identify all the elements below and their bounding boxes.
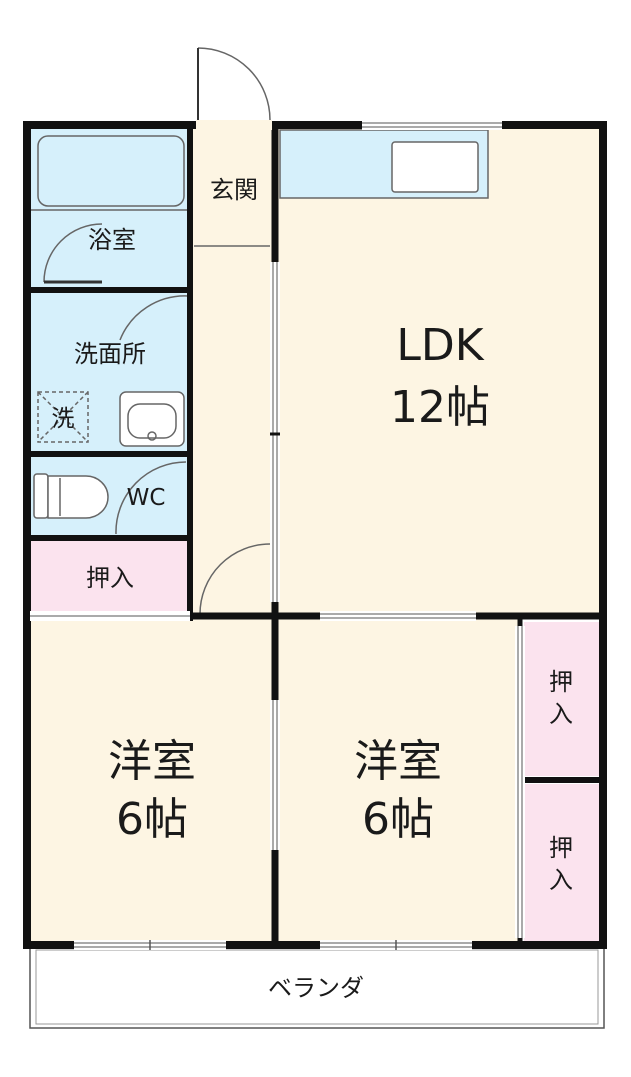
ldk-floor xyxy=(278,128,600,614)
washroom-door-swing xyxy=(119,295,189,341)
western-right-name: 洋室 xyxy=(354,736,442,787)
wash-basin-bowl xyxy=(127,403,177,439)
hall-door-swing xyxy=(199,543,271,615)
closet-right-doors xyxy=(515,626,525,938)
washer-pan-diagonal-b xyxy=(37,391,89,443)
bath-name: 浴室 xyxy=(88,226,136,254)
western-left-floor xyxy=(30,618,272,942)
fixtures xyxy=(30,47,489,615)
wash-basin-drain xyxy=(147,431,157,441)
floor-areas xyxy=(30,128,600,942)
entrance-opening xyxy=(196,120,272,130)
toilet-name: WC xyxy=(127,485,166,511)
bedroom-partition-door xyxy=(270,700,280,850)
ldk-window-top xyxy=(362,120,502,130)
veranda-inner xyxy=(35,949,599,1025)
ldk-sliding-door xyxy=(270,262,280,602)
closet-left-name: 押入 xyxy=(86,564,134,592)
washroom-name: 洗面所 xyxy=(74,340,146,368)
western-left-name: 洋室 xyxy=(108,736,196,787)
closet-right-top-name: 押入 xyxy=(549,668,573,728)
washer-name: 洗 xyxy=(52,406,75,432)
toilet-tank xyxy=(33,473,49,519)
ldk-size: 12帖 xyxy=(390,382,490,433)
openings xyxy=(30,120,525,950)
toilet-door-swing xyxy=(115,461,187,535)
veranda-outline xyxy=(29,947,605,1029)
closet-left-floor xyxy=(30,540,190,614)
ldk-name: LDK xyxy=(396,320,484,371)
veranda-name: ベランダ xyxy=(268,974,364,1002)
closet-right-bottom-name: 押入 xyxy=(549,834,573,894)
toilet-bowl xyxy=(47,475,109,519)
entrance-door-swing xyxy=(197,47,271,121)
western-left-size: 6帖 xyxy=(116,794,188,845)
western-right-size: 6帖 xyxy=(362,794,434,845)
washer-pan xyxy=(37,391,89,443)
western-right-floor xyxy=(278,618,518,942)
wash-basin xyxy=(119,391,185,447)
bathtub xyxy=(37,135,185,207)
entrance-name: 玄関 xyxy=(210,176,258,204)
veranda xyxy=(29,947,605,1029)
hall-floor xyxy=(193,128,278,618)
room-labels: LDK 12帖 洋室 6帖 洋室 6帖 玄関 浴室 洗面所 洗 WC 押入 押入… xyxy=(52,176,574,1002)
bedroom-right-door xyxy=(320,611,476,621)
bath-door-swing xyxy=(43,223,103,283)
kitchen-sink xyxy=(391,141,479,193)
closet-right-bottom-floor xyxy=(524,784,600,942)
closet-right-top-floor xyxy=(524,622,600,776)
